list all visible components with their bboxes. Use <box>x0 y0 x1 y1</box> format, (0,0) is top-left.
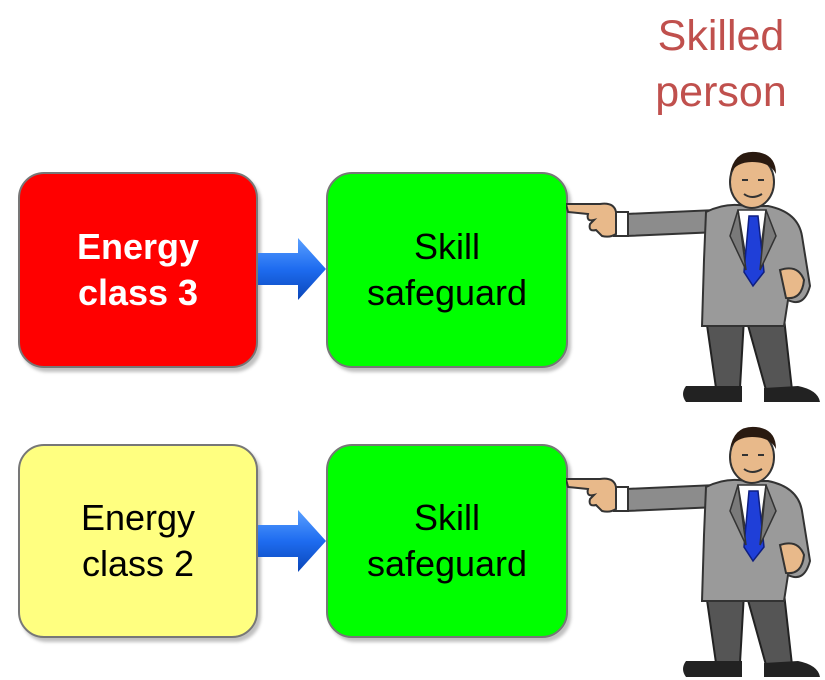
energy-class-2-line-1: Energy <box>80 497 196 538</box>
energy-class-3-line-2: class 3 <box>77 272 199 313</box>
energy-class-2-box: Energy class 2 <box>18 444 258 638</box>
skill-safeguard-box-2: Skill safeguard <box>326 444 568 638</box>
skilled-person-icon <box>566 426 820 677</box>
skill-safeguard-box-1: Skill safeguard <box>326 172 568 368</box>
skill-safeguard-1-line-1: Skill <box>413 226 480 267</box>
skill-safeguard-2-line-2: safeguard <box>366 543 528 584</box>
right-arrow-icon <box>258 510 326 572</box>
skill-safeguard-1-line-2: safeguard <box>366 272 528 313</box>
heading-line-1: Skilled <box>657 12 785 60</box>
heading-line-2: person <box>655 68 787 116</box>
energy-class-2-line-2: class 2 <box>81 543 195 584</box>
skill-safeguard-2-line-1: Skill <box>413 497 480 538</box>
skilled-person-heading: Skilled person <box>626 8 816 120</box>
energy-class-3-box: Energy class 3 <box>18 172 258 368</box>
energy-class-3-line-1: Energy <box>76 226 200 267</box>
skilled-person-icon <box>566 151 820 402</box>
right-arrow-icon <box>258 238 326 300</box>
